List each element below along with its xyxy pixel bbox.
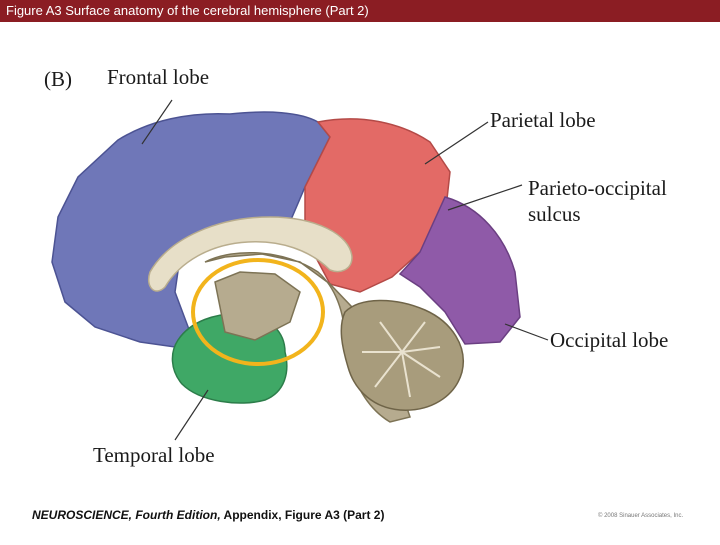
parieto-occipital-leader-line (447, 184, 523, 211)
occipital-lobe-region (398, 196, 521, 345)
temporal-leader-line (174, 389, 209, 441)
brain-figure: (B) Frontal lobe Parietal lobe Parieto-o… (0, 22, 720, 540)
brain-illustration (51, 99, 549, 441)
temporal-lobe-label: Temporal lobe (93, 443, 215, 467)
figure-title-bar: Figure A3 Surface anatomy of the cerebra… (0, 0, 720, 22)
figure-citation: NEUROSCIENCE, Fourth Edition, Appendix, … (32, 508, 384, 522)
citation-book: NEUROSCIENCE, Fourth Edition, (32, 508, 221, 522)
figure-title: Figure A3 Surface anatomy of the cerebra… (6, 3, 369, 18)
occipital-leader-line (504, 323, 549, 341)
parietal-lobe-label: Parietal lobe (490, 108, 596, 132)
copyright-notice: © 2008 Sinauer Associates, Inc. (598, 513, 684, 519)
citation-ref: Appendix, Figure A3 (Part 2) (220, 508, 385, 522)
corpus-callosum (148, 216, 353, 292)
parieto-occipital-label-line1: Parieto-occipital (528, 176, 667, 200)
panel-label: (B) (44, 67, 72, 91)
cerebellum-folia (362, 321, 441, 398)
parieto-occipital-label-line2: sulcus (528, 202, 581, 226)
parietal-leader-line (424, 121, 489, 165)
frontal-leader-line (141, 99, 173, 145)
occipital-lobe-label: Occipital lobe (550, 328, 669, 352)
frontal-lobe-label: Frontal lobe (107, 65, 210, 89)
highlight-ring (191, 258, 325, 366)
